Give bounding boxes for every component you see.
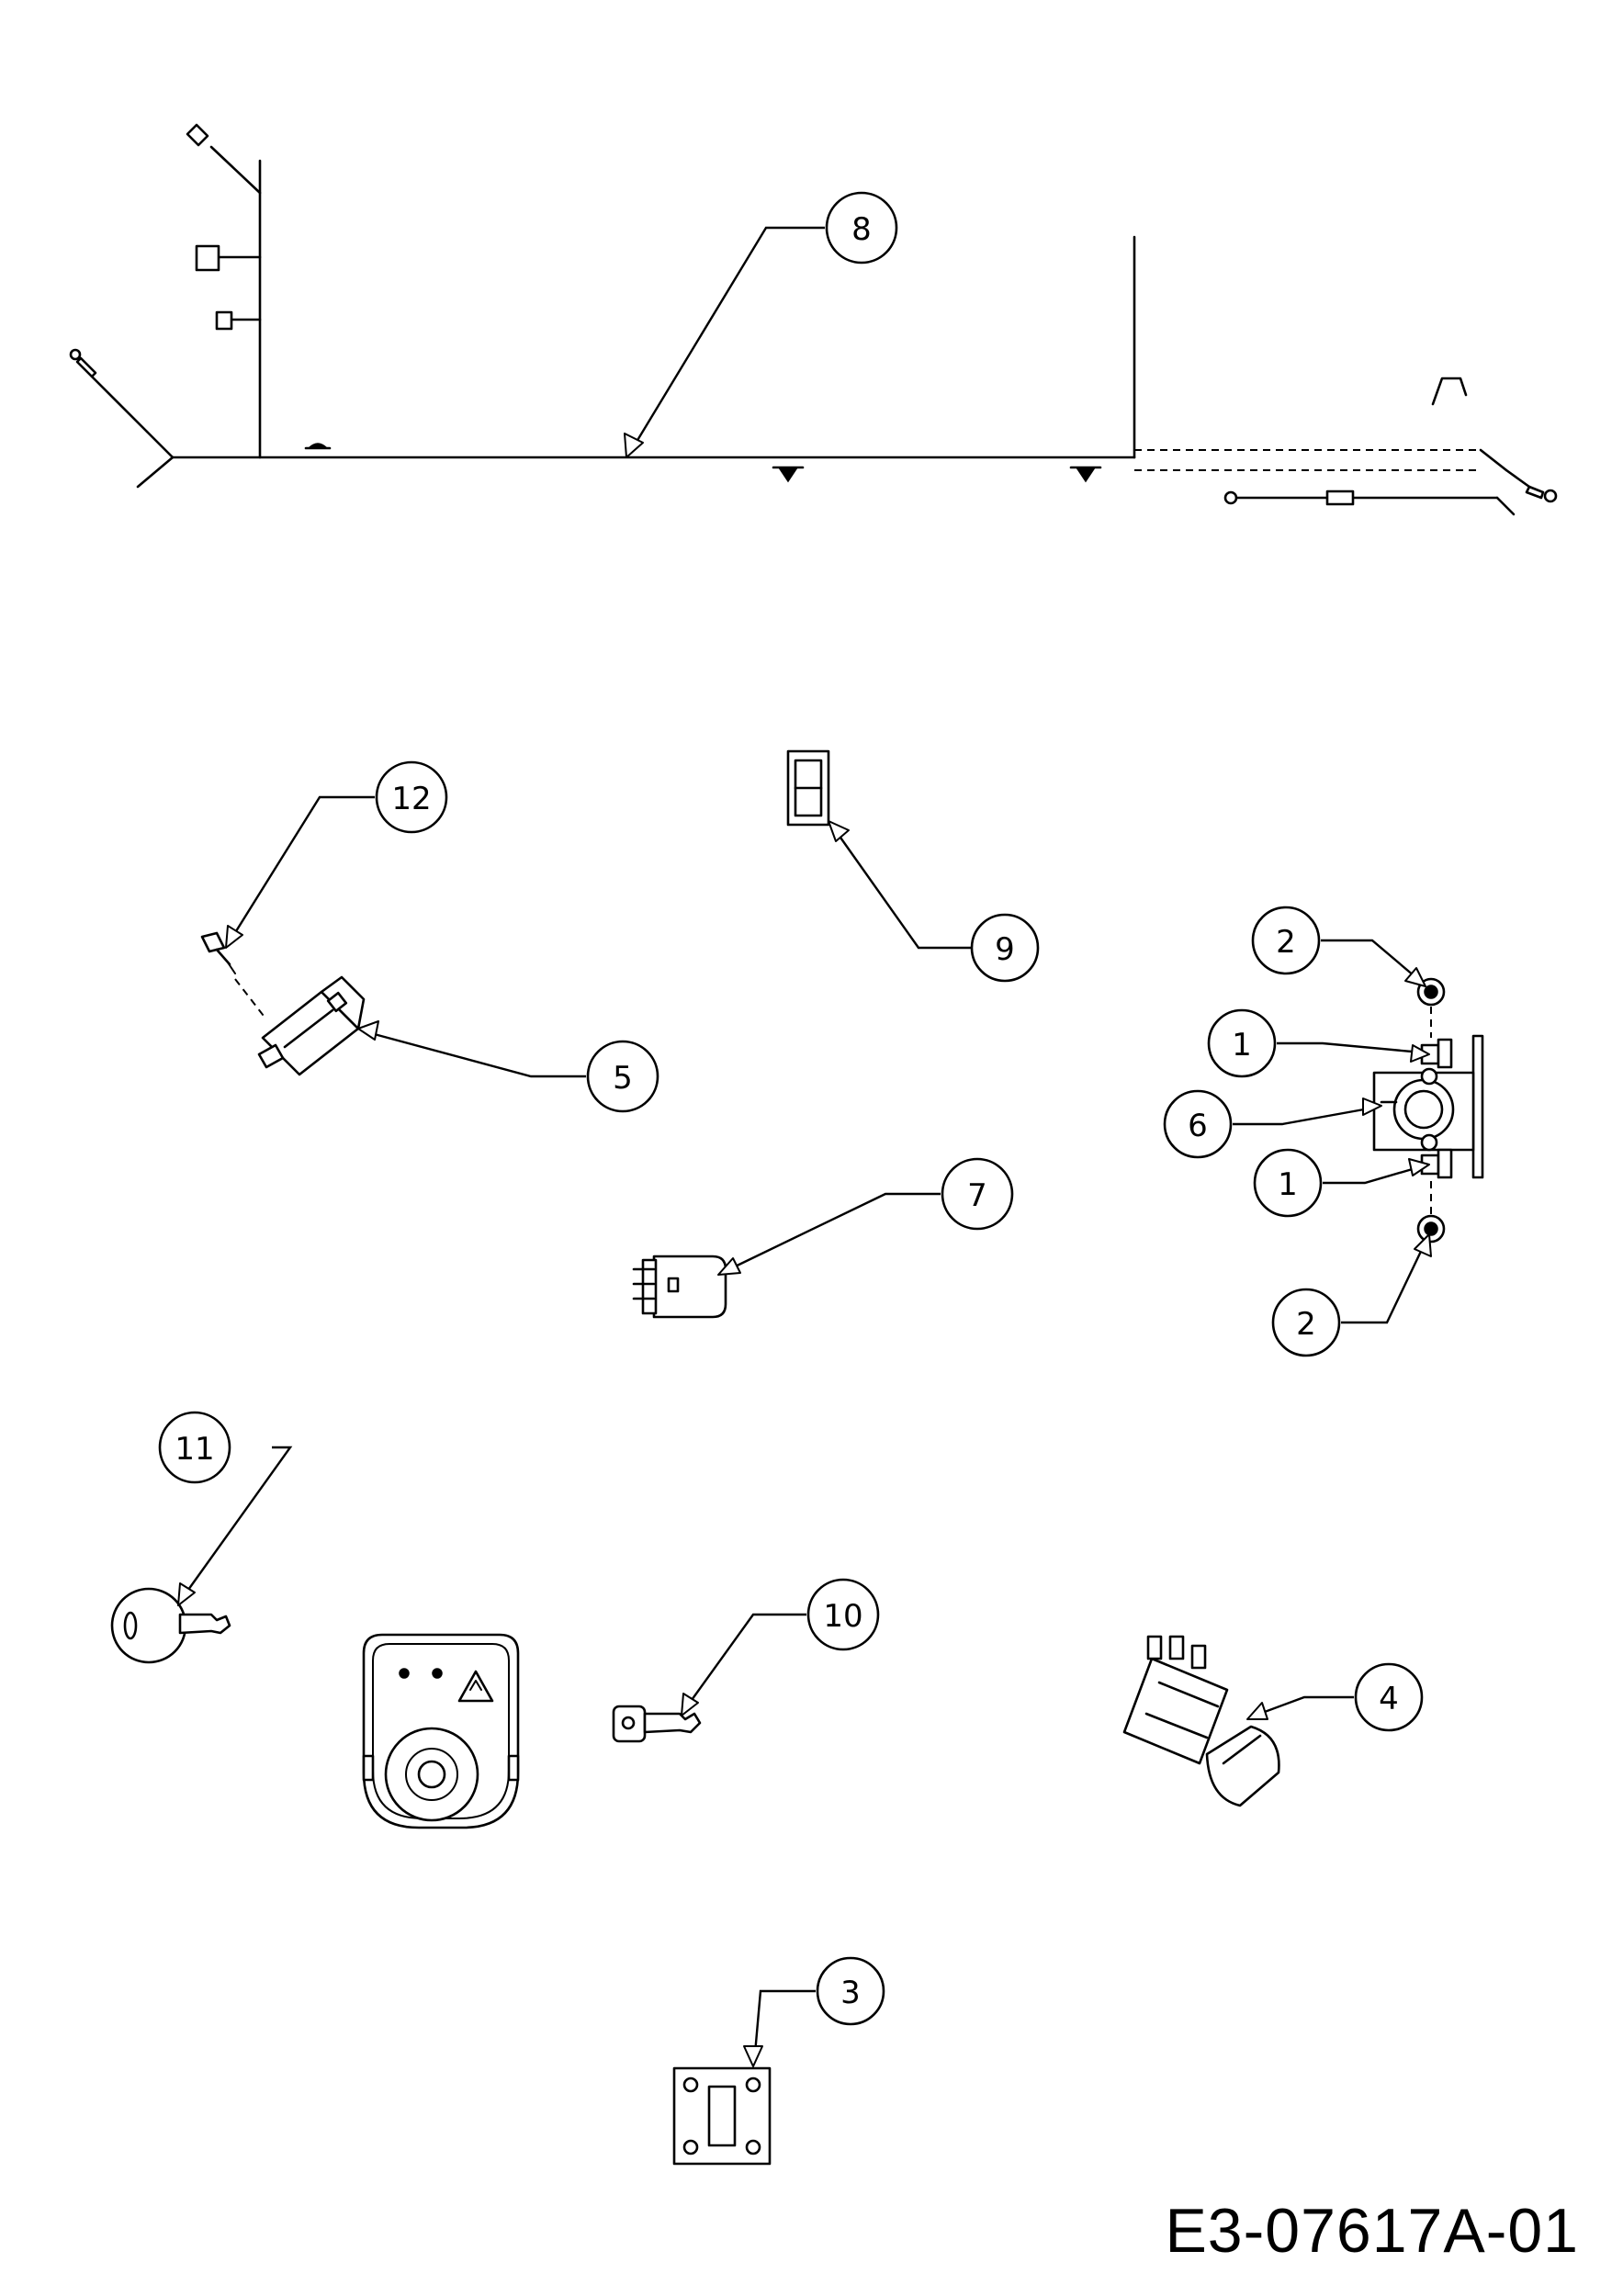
callout-3: 3: [816, 1956, 885, 2026]
callout-11: 11: [158, 1411, 231, 1484]
leader-lines: [177, 226, 1432, 2067]
callout-10: 10: [806, 1578, 880, 1651]
callout-2-bottom-label: 2: [1296, 1306, 1316, 1343]
part-11-key: [110, 1587, 231, 1664]
part-7-connector: [632, 1255, 727, 1319]
callout-8: 8: [825, 191, 898, 264]
callout-1-top-label: 1: [1232, 1027, 1252, 1064]
callout-7: 7: [941, 1157, 1014, 1231]
callout-2-top-label: 2: [1276, 924, 1296, 961]
callout-4: 4: [1354, 1662, 1424, 1732]
callout-6: 6: [1163, 1089, 1233, 1159]
part-4-pto-switch: [1122, 1635, 1280, 1807]
callout-5-label: 5: [613, 1060, 633, 1097]
callout-5: 5: [586, 1040, 659, 1113]
callout-1-top: 1: [1207, 1008, 1277, 1078]
callout-3-label: 3: [840, 1975, 861, 2011]
callout-2-top: 2: [1251, 906, 1321, 975]
part-3-switch-plate: [672, 2066, 772, 2166]
callout-2-bottom: 2: [1271, 1288, 1341, 1357]
ignition-panel: [362, 1633, 520, 1829]
callout-8-label: 8: [851, 211, 872, 248]
document-code: E3-07617A-01: [1165, 2196, 1579, 2266]
callout-6-label: 6: [1188, 1108, 1208, 1144]
callout-7-label: 7: [967, 1177, 987, 1214]
part-9-rocker-switch: [786, 749, 830, 827]
part-6-solenoid-assembly: [1372, 977, 1484, 1244]
part-12-terminal: [200, 931, 267, 1020]
callout-12-label: 12: [391, 781, 431, 817]
callout-11-label: 11: [175, 1431, 214, 1468]
callout-12: 12: [375, 760, 448, 834]
callout-1-bottom: 1: [1253, 1148, 1323, 1218]
callout-10-label: 10: [823, 1598, 862, 1635]
callout-4-label: 4: [1379, 1681, 1399, 1717]
callout-9-label: 9: [995, 931, 1015, 968]
part-5-switch: [257, 975, 366, 1076]
callout-9: 9: [970, 913, 1040, 983]
callout-1-bottom-label: 1: [1278, 1166, 1298, 1203]
wiring-harness: [69, 123, 1558, 516]
